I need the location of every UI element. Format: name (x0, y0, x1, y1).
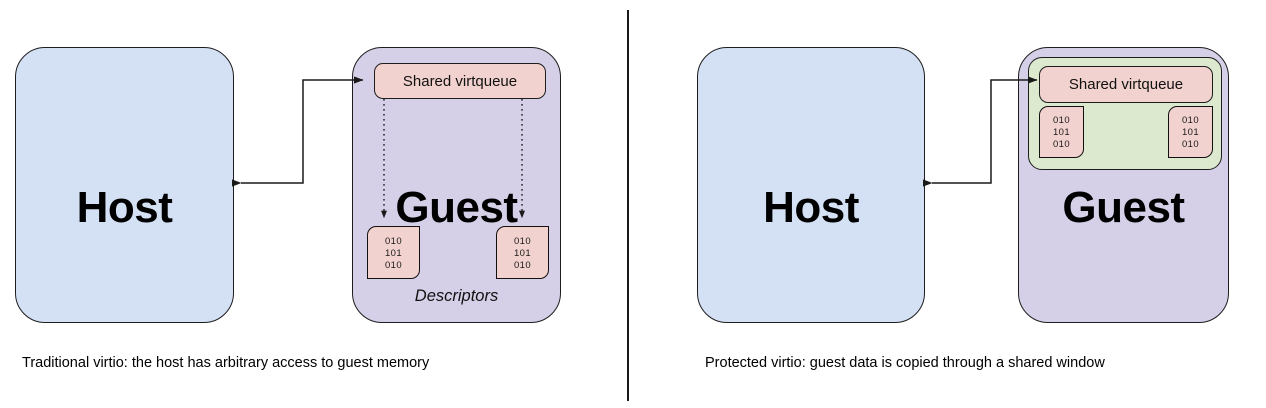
left-host-box[interactable]: Host (15, 47, 234, 323)
left-caption: Traditional virtio: the host has arbitra… (22, 355, 430, 371)
descriptor-line-1: 010 (1052, 115, 1071, 126)
left-descriptor-1[interactable]: 010 101 010 (367, 226, 420, 279)
right-shared-window[interactable]: Shared virtqueue 010 101 010 010 101 010 (1028, 57, 1222, 170)
descriptor-line-1: 010 (1181, 115, 1200, 126)
right-guest-box[interactable]: Shared virtqueue 010 101 010 010 101 010… (1018, 47, 1229, 323)
right-panel: Host Shared virtqueue 010 101 010 010 (627, 0, 1266, 408)
right-shared-virtqueue[interactable]: Shared virtqueue (1039, 66, 1213, 103)
left-descriptors-label: Descriptors (414, 287, 499, 305)
descriptor-line-3: 010 (384, 259, 403, 271)
left-guest-label: Guest (395, 183, 518, 232)
descriptor-line-2: 101 (384, 247, 403, 259)
left-panel: Host Shared virtqueue Guest 010 101 010 … (0, 0, 627, 408)
left-guest-box[interactable]: Shared virtqueue Guest 010 101 010 010 1… (352, 47, 561, 323)
right-host-box[interactable]: Host (697, 47, 925, 323)
right-descriptor-1[interactable]: 010 101 010 (1039, 106, 1084, 158)
descriptor-line-3: 010 (1052, 139, 1071, 150)
left-descriptor-2[interactable]: 010 101 010 (496, 226, 549, 279)
left-shared-virtqueue-label: Shared virtqueue (402, 72, 518, 90)
left-host-label: Host (76, 183, 173, 232)
right-shared-virtqueue-label: Shared virtqueue (1068, 76, 1184, 93)
right-host-label: Host (763, 183, 859, 232)
descriptor-line-2: 101 (1181, 127, 1200, 138)
right-caption: Protected virtio: guest data is copied t… (705, 355, 1105, 371)
left-shared-virtqueue[interactable]: Shared virtqueue (374, 63, 546, 99)
panel-divider (627, 10, 629, 401)
descriptor-line-2: 101 (513, 247, 532, 259)
descriptor-line-3: 010 (1181, 139, 1200, 150)
descriptor-line-1: 010 (384, 235, 403, 247)
descriptor-line-2: 101 (1052, 127, 1071, 138)
right-descriptor-2[interactable]: 010 101 010 (1168, 106, 1213, 158)
descriptor-line-1: 010 (513, 235, 532, 247)
right-guest-label: Guest (1062, 183, 1185, 232)
descriptor-line-3: 010 (513, 259, 532, 271)
